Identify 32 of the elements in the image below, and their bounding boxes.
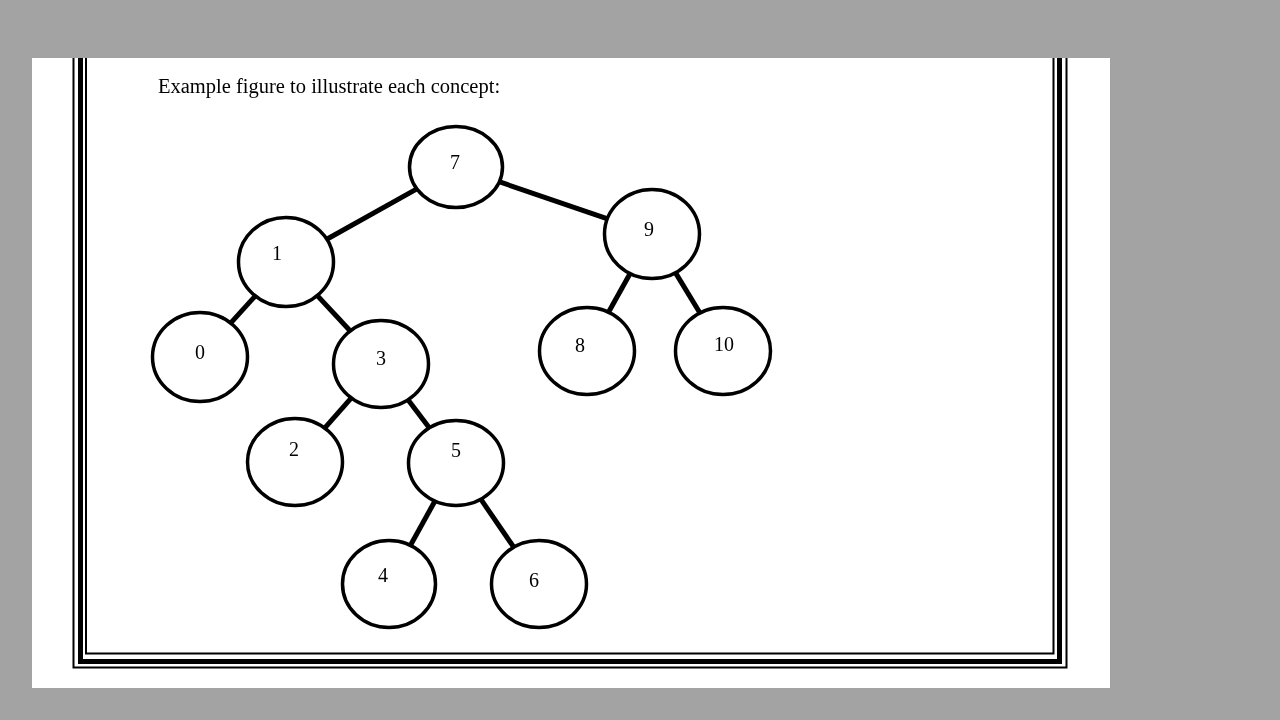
tree-edge bbox=[673, 271, 702, 314]
tree-edge bbox=[315, 294, 352, 333]
tree-edge bbox=[408, 500, 437, 547]
tree-edge bbox=[323, 396, 353, 430]
tree-node-circle bbox=[407, 124, 505, 210]
node-value: 7 bbox=[450, 151, 460, 173]
node-value: 6 bbox=[529, 569, 539, 591]
tree-node-circle bbox=[489, 538, 589, 630]
tree-node-circle bbox=[245, 416, 345, 508]
node-value: 1 bbox=[272, 242, 282, 264]
tree-edge bbox=[406, 398, 432, 429]
tree-edge bbox=[606, 272, 632, 313]
tree-node-circle bbox=[537, 305, 637, 397]
tree-node-circle bbox=[340, 538, 438, 630]
tree-node-circle bbox=[406, 418, 506, 508]
tree-node-circle bbox=[150, 310, 250, 404]
figure-heading: Example figure to illustrate each concept: bbox=[158, 74, 501, 99]
tree-node-circle bbox=[331, 318, 431, 410]
node-value: 3 bbox=[376, 347, 386, 369]
node-value: 9 bbox=[644, 218, 654, 240]
node-value: 2 bbox=[289, 438, 299, 460]
tree-node-circle bbox=[602, 187, 702, 281]
node-value: 0 bbox=[195, 341, 205, 363]
tree-node-circle bbox=[236, 215, 336, 309]
tree-node-circle bbox=[673, 305, 773, 397]
tree-edge bbox=[326, 186, 418, 242]
tree-edge bbox=[479, 498, 516, 549]
tree-edge bbox=[229, 294, 257, 325]
node-value: 5 bbox=[451, 439, 461, 461]
node-value: 8 bbox=[575, 334, 585, 356]
node-value: 10 bbox=[714, 333, 734, 355]
node-value: 4 bbox=[378, 564, 388, 586]
